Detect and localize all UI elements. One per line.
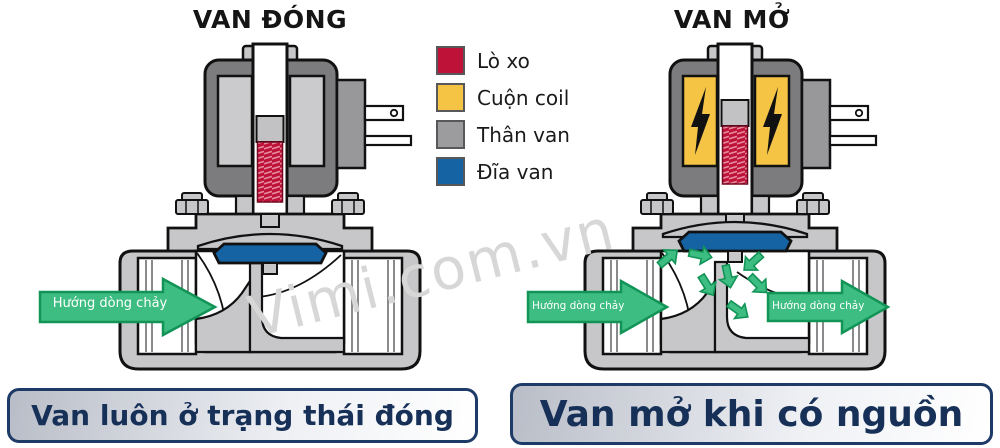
hex-bolt bbox=[640, 192, 674, 215]
legend-swatch-coil bbox=[436, 83, 465, 112]
valve-seat bbox=[248, 260, 346, 354]
left-valve-title: VAN ĐÓNG bbox=[192, 5, 348, 34]
legend: Lò xo Cuộn coil Thân van Đĩa van bbox=[436, 46, 570, 186]
right-valve-title: VAN MỞ bbox=[673, 5, 791, 34]
coil-window-left bbox=[216, 74, 254, 168]
pipe-port bbox=[342, 256, 404, 356]
flow-arrow-small bbox=[656, 248, 679, 269]
valve-disc bbox=[677, 230, 793, 253]
legend-label: Đĩa van bbox=[477, 159, 554, 184]
flow-direction-label-left: Hướng dòng chảy bbox=[52, 296, 168, 311]
legend-swatch-body bbox=[436, 120, 465, 149]
valve-disc bbox=[212, 242, 328, 265]
flow-arrow-small bbox=[725, 299, 749, 320]
hex-bolt bbox=[331, 192, 365, 215]
plunger bbox=[720, 99, 750, 127]
flow-arrow-small bbox=[717, 263, 739, 289]
lightning-bolt-icon bbox=[691, 87, 710, 155]
legend-label: Thân van bbox=[477, 122, 570, 147]
spring bbox=[256, 141, 284, 203]
plunger bbox=[255, 115, 285, 143]
flow-arrow-small bbox=[687, 244, 713, 266]
electrical-connector bbox=[335, 78, 367, 170]
flow-direction-label-right-outlet: Hướng dòng chảy bbox=[772, 300, 865, 312]
flow-arrow-small bbox=[743, 250, 765, 271]
right-caption: Van mở khi có nguồn bbox=[510, 383, 993, 445]
legend-item: Cuộn coil bbox=[436, 83, 570, 112]
valve-closed-drawing bbox=[118, 42, 422, 371]
legend-item: Thân van bbox=[436, 120, 570, 149]
flow-arrow-small bbox=[697, 272, 717, 297]
hex-bolt bbox=[175, 192, 209, 215]
legend-label: Cuộn coil bbox=[477, 85, 570, 110]
hex-bolt bbox=[796, 192, 830, 215]
left-caption: Van luôn ở trạng thái đóng bbox=[7, 388, 478, 443]
flow-arrow-left-inlet bbox=[38, 276, 218, 338]
coil-window-right bbox=[288, 74, 326, 168]
legend-swatch-spring bbox=[436, 46, 465, 75]
flow-arrow-small bbox=[746, 272, 768, 294]
flow-direction-label-right-inlet: Hướng dòng chảy bbox=[532, 300, 625, 312]
flow-arrow-right-outlet bbox=[766, 278, 891, 336]
legend-label: Lò xo bbox=[477, 48, 530, 73]
electrical-connector bbox=[800, 78, 832, 170]
flow-arrow-right-inlet bbox=[526, 278, 670, 336]
lightning-bolt-icon bbox=[763, 87, 782, 155]
spring bbox=[721, 125, 749, 185]
legend-item: Lò xo bbox=[436, 46, 570, 75]
legend-item: Đĩa van bbox=[436, 157, 570, 186]
legend-swatch-disc bbox=[436, 157, 465, 186]
